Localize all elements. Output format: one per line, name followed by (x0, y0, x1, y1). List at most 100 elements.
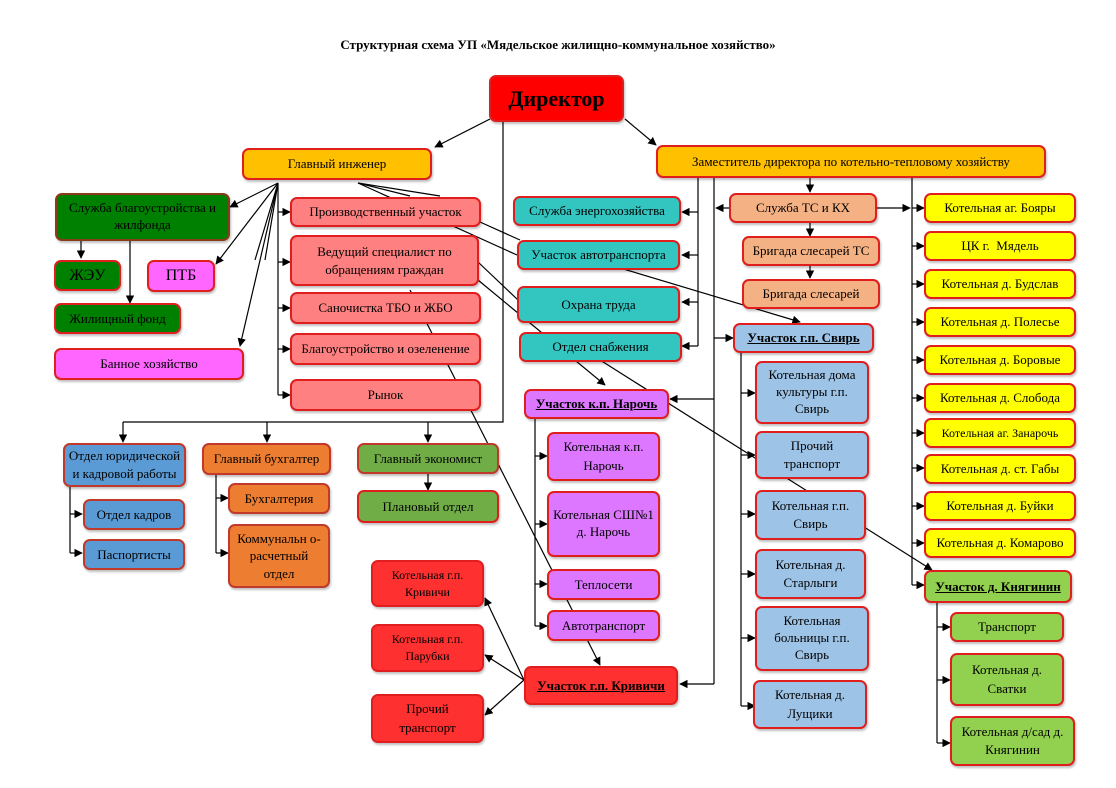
node-label: Котельная д. Сватки (971, 662, 1043, 696)
node-svir-culture[interactable]: Котельная дома культуры г.п. Свирь (755, 361, 869, 424)
node-autotransport[interactable]: Автотранспорт (547, 610, 660, 641)
node-motor-transport-site[interactable]: Участок автотранспорта (517, 240, 680, 270)
node-label: Котельная г.п. Свирь (771, 497, 850, 531)
node-accounting[interactable]: Бухгалтерия (228, 483, 330, 514)
node-ptb[interactable]: ПТБ (147, 260, 215, 292)
node-myadel[interactable]: ЦК г. Мядель (924, 231, 1076, 261)
node-hr-dept[interactable]: Отдел кадров (83, 499, 185, 530)
node-naroch-school[interactable]: Котельная СШ№1 д. Нарочь (547, 491, 660, 557)
edge-director-deputy (624, 118, 657, 146)
node-label: Котельная д. Комарово (936, 535, 1064, 551)
node-label: Коммунальн о-расчетный отдел (237, 530, 321, 581)
node-label: Главный бухгалтер (213, 451, 320, 467)
node-label: Главный экономист (373, 450, 483, 466)
node-chief-economist[interactable]: Главный экономист (357, 443, 499, 474)
node-svir-other-transport[interactable]: Прочий транспорт (755, 431, 869, 479)
node-label: Благоустройство и озеленение (301, 341, 470, 357)
node-market[interactable]: Рынок (290, 379, 481, 411)
node-knyaginin-transport[interactable]: Транспорт (950, 612, 1064, 642)
node-label: Котельная г.п. Парубки (391, 632, 464, 663)
node-production-site[interactable]: Производственный участок (290, 197, 481, 227)
node-deputy-heat[interactable]: Заместитель директора по котельно-теплов… (656, 145, 1046, 178)
node-label: ЦК г. Мядель (961, 238, 1039, 254)
node-greening[interactable]: Благоустройство и озеленение (290, 333, 481, 365)
node-label: Котельная аг. Занарочь (941, 426, 1059, 440)
node-naroch-boiler[interactable]: Котельная к.п. Нарочь (547, 432, 660, 481)
node-label: Участок д. Княгинин (935, 578, 1061, 594)
node-label: Котельная д. ст. Габы (940, 461, 1060, 477)
node-label: Бригада слесарей ТС (752, 243, 870, 259)
node-label: Котельная к.п. Нарочь (563, 439, 644, 473)
node-lead-specialist[interactable]: Ведущий специалист по обращениям граждан (290, 235, 479, 286)
node-label: Бухгалтерия (244, 490, 314, 506)
node-polesye[interactable]: Котельная д. Полесье (924, 307, 1076, 337)
node-krivichi-boiler[interactable]: Котельная г.п. Кривичи (371, 560, 484, 607)
node-label: Главный инженер (287, 156, 387, 172)
node-borovye[interactable]: Котельная д. Боровые (924, 345, 1076, 375)
node-starlygi[interactable]: Котельная д. Старлыги (755, 549, 866, 599)
node-label: Охрана труда (561, 296, 636, 312)
node-sanitation[interactable]: Саночистка ТБО и ЖБО (290, 292, 481, 324)
node-director[interactable]: Директор (489, 75, 624, 122)
node-label: Участок к.п. Нарочь (535, 396, 658, 412)
node-bath[interactable]: Банное хозяйство (54, 348, 244, 380)
node-label: Прочий транспорт (399, 701, 456, 735)
node-lushchiki[interactable]: Котельная д. Лущики (753, 680, 867, 729)
node-sloboda[interactable]: Котельная д. Слобода (924, 383, 1076, 413)
node-label: Банное хозяйство (100, 356, 198, 372)
node-label: Котельная больницы г.п. Свирь (774, 613, 850, 662)
node-budslav[interactable]: Котельная д. Будслав (924, 269, 1076, 299)
node-passport[interactable]: Паспортисты (83, 539, 185, 570)
edge-ce-ptb (215, 182, 279, 265)
node-housing-fund[interactable]: Жилищный фонд (54, 303, 181, 334)
node-label: Отдел кадров (96, 506, 172, 522)
node-label: Котельная дома культуры г.п. Свирь (768, 367, 856, 416)
node-buyki[interactable]: Котельная д. Буйки (924, 491, 1076, 521)
node-zheu[interactable]: ЖЭУ (54, 260, 121, 291)
node-label: Отдел снабжения (552, 339, 649, 355)
node-label: Прочий транспорт (783, 437, 841, 471)
node-label: Автотранспорт (561, 617, 646, 633)
node-svir-hospital[interactable]: Котельная больницы г.п. Свирь (755, 606, 869, 671)
node-komarovo[interactable]: Котельная д. Комарово (924, 528, 1076, 558)
node-ts-kh-service[interactable]: Служба ТС и КХ (729, 193, 877, 223)
node-label: Котельная СШ№1 д. Нарочь (553, 507, 654, 539)
node-zanaroch[interactable]: Котельная аг. Занарочь (924, 418, 1076, 448)
node-parubki[interactable]: Котельная г.п. Парубки (371, 624, 484, 672)
node-krivichi-other-transport[interactable]: Прочий транспорт (371, 694, 484, 743)
node-chief-accountant[interactable]: Главный бухгалтер (202, 443, 331, 475)
node-svir-boiler[interactable]: Котельная г.п. Свирь (755, 490, 866, 540)
node-landscaping-service[interactable]: Служба благоустройства и жилфонда (55, 193, 230, 241)
node-svir-site[interactable]: Участок г.п. Свирь (733, 323, 874, 353)
node-fitters[interactable]: Бригада слесарей (742, 279, 880, 309)
node-label: Транспорт (978, 619, 1036, 635)
node-naroch-site[interactable]: Участок к.п. Нарочь (524, 389, 669, 419)
node-planning[interactable]: Плановый отдел (357, 490, 499, 523)
node-gaby[interactable]: Котельная д. ст. Габы (924, 454, 1076, 484)
node-svatki[interactable]: Котельная д. Сватки (950, 653, 1064, 706)
node-label: Котельная д. Буйки (946, 498, 1054, 514)
node-label: Заместитель директора по котельно-теплов… (692, 153, 1010, 169)
node-labor-protection[interactable]: Охрана труда (517, 286, 680, 323)
node-label: Плановый отдел (382, 498, 474, 514)
node-chief-engineer[interactable]: Главный инженер (242, 148, 432, 180)
node-legal-hr[interactable]: Отдел юридической и кадровой работы (63, 443, 186, 487)
node-label: Участок г.п. Кривичи (537, 677, 665, 693)
node-label: Рынок (367, 387, 404, 403)
node-heating-networks[interactable]: Теплосети (547, 569, 660, 600)
node-label: Котельная г.п. Кривичи (391, 567, 464, 599)
node-label: Котельная аг. Бояры (944, 200, 1056, 216)
node-label: Служба энергохозяйства (529, 203, 665, 219)
node-label: Саночистка ТБО и ЖБО (318, 300, 453, 316)
node-knyaginin-kindergarten[interactable]: Котельная д/сад д. Княгинин (950, 716, 1075, 766)
node-knyaginin-site[interactable]: Участок д. Княгинин (924, 570, 1072, 603)
node-supply-dept[interactable]: Отдел снабжения (519, 332, 682, 362)
node-boyary[interactable]: Котельная аг. Бояры (924, 193, 1076, 223)
node-billing[interactable]: Коммунальн о-расчетный отдел (228, 524, 330, 588)
node-label: Производственный участок (309, 204, 462, 220)
node-label: Директор (508, 86, 605, 111)
node-energy-service[interactable]: Служба энергохозяйства (513, 196, 681, 226)
node-krivichi-site[interactable]: Участок г.п. Кривичи (524, 666, 678, 705)
node-ts-fitters[interactable]: Бригада слесарей ТС (742, 236, 880, 266)
edge-ce-landscaping (229, 182, 279, 208)
